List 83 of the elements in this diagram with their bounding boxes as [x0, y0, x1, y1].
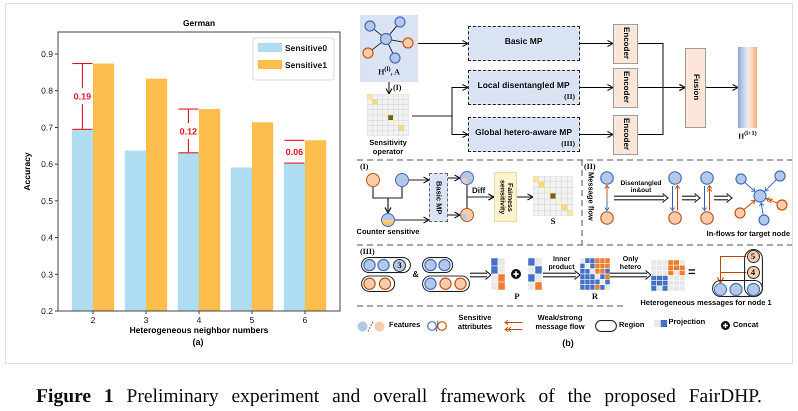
arrow [384, 187, 403, 214]
subfigure-label: (b) [562, 338, 574, 348]
double-arrow [542, 270, 581, 280]
y-tick-label: 0.8 [41, 86, 53, 96]
arrow [448, 211, 461, 219]
y-tick-label: 0.9 [41, 49, 53, 60]
node-circle [460, 208, 474, 222]
numbered-node: 4 [746, 266, 760, 279]
matrix-label: R [592, 292, 598, 302]
x-tick-label: 2 [90, 315, 96, 325]
section-label: (II) [584, 162, 596, 172]
module-label: Local disentangled MP [478, 81, 570, 91]
node-circle [381, 213, 395, 227]
module-block [468, 70, 580, 105]
process-block [494, 172, 517, 222]
arrow [395, 216, 430, 224]
module-label: Encoder [621, 27, 630, 60]
module-label: Global hetero-aware MP [475, 128, 572, 138]
y-tick-label: 0.5 [41, 196, 53, 206]
matrix-label: P [514, 292, 520, 302]
double-arrow [609, 270, 652, 280]
process-block [429, 173, 448, 222]
figure-caption: Figure 1 Preliminary experiment and overall framework of the proposed FairDHP. [36, 386, 762, 408]
module-block [468, 117, 580, 152]
y-tick-label: 0.2 [41, 306, 53, 316]
section-label: (I) [360, 162, 368, 172]
legend-label: Sensitive0 [285, 43, 328, 53]
node-circle [366, 173, 380, 187]
legend-label: Sensitive1 [285, 60, 328, 70]
math-label: H$^{(l)}$, A [378, 66, 400, 77]
y-tick-label: 0.7 [41, 122, 53, 132]
arrow [580, 40, 614, 48]
y-tick-label: 0.6 [41, 159, 53, 170]
arrow [409, 176, 430, 184]
fusion-block [685, 48, 706, 128]
edge-label: Diff [472, 186, 486, 196]
module-label: Basic MP [504, 37, 542, 47]
ampersand-sign: & [412, 270, 419, 280]
x-tick-label: 5 [250, 315, 254, 325]
double-arrow [613, 192, 669, 204]
gap-label: 0.06 [286, 146, 304, 157]
arrow [418, 40, 469, 48]
node-circle [714, 283, 727, 296]
double-arrow [681, 192, 701, 204]
matrix-label: S [550, 217, 556, 227]
node-circle [395, 173, 409, 187]
double-arrow [469, 270, 492, 280]
arrow [706, 84, 739, 92]
subfigure-label: (a) [192, 337, 204, 348]
arrow [412, 115, 469, 138]
arrow [517, 193, 534, 201]
gap-label: 0.12 [180, 126, 198, 136]
numbered-node: 5 [746, 250, 760, 263]
input-panel [360, 15, 418, 82]
module-label: Encoder [621, 71, 630, 104]
edge-label: (I) [393, 83, 402, 92]
axis-title: Heterogeneous neighbor numbers [130, 325, 268, 335]
arrow [580, 84, 614, 92]
encoder-block [613, 114, 638, 154]
arrow [716, 272, 746, 284]
double-arrow [713, 192, 733, 204]
arrow [385, 82, 393, 95]
arrow [638, 84, 686, 136]
x-tick-label: 3 [144, 315, 148, 325]
arrow [466, 193, 495, 208]
node-circle [460, 171, 474, 185]
x-tick-label: 4 [196, 315, 202, 325]
numbered-node: 3 [393, 258, 406, 272]
encoder-block [613, 24, 638, 64]
arrow [580, 130, 614, 138]
chart-title: German [182, 18, 216, 28]
gap-label: 0.19 [74, 91, 92, 102]
arrow [448, 174, 461, 182]
y-tick-label: 0.3 [41, 269, 53, 280]
module-label: Encoder [621, 118, 630, 150]
encoder-block [613, 68, 638, 108]
module-label: Fusion [691, 74, 700, 101]
section-label: (III) [360, 247, 375, 256]
equals-sign: = [688, 265, 696, 280]
x-tick-label: 6 [302, 315, 308, 325]
y-tick-label: 0.4 [41, 232, 53, 243]
module-block [468, 26, 580, 61]
axis-title: Accuracy [22, 152, 32, 191]
